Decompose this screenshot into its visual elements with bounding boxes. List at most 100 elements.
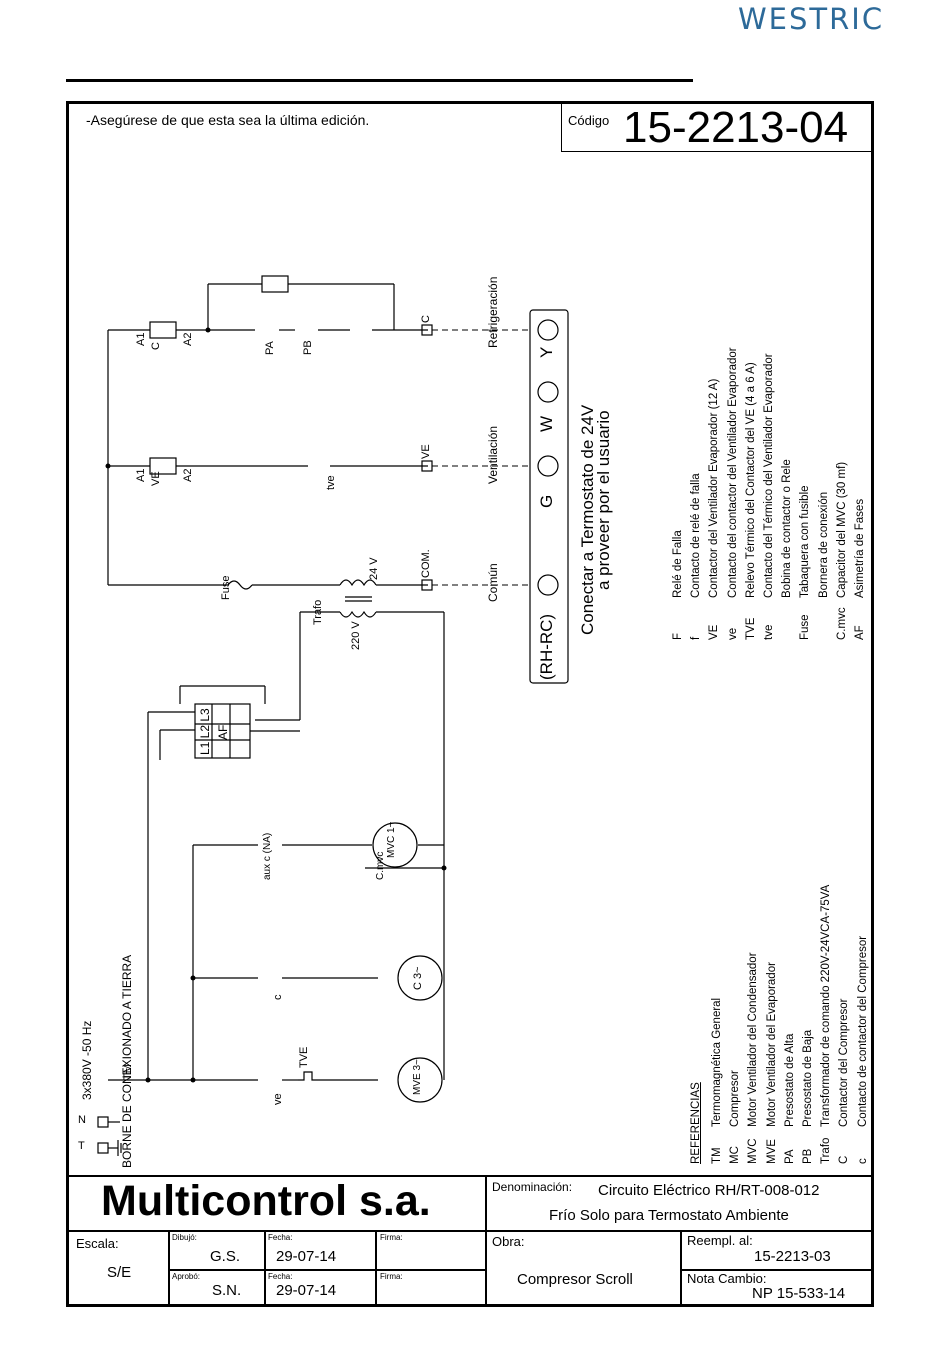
reference-desc: Relevo Térmico del Contactor del VE (4 a…: [744, 362, 757, 598]
reference-code: f: [690, 636, 703, 640]
terminal-label-ve: VE: [420, 444, 432, 459]
reference-desc: Presostato de Alta: [783, 1033, 796, 1127]
terminal-label-c: C: [420, 315, 432, 323]
reempl-label: Reempl. al:: [687, 1233, 753, 1248]
terminal-rh-rc: (RH-RC): [537, 613, 556, 680]
c-coil-a2: A2: [182, 332, 194, 346]
supply-label: 3x380V -50 Hz: [80, 1020, 94, 1100]
fecha2-value: 29-07-14: [276, 1282, 337, 1299]
c-coil-a1: A1: [135, 332, 147, 346]
reference-desc: Capacitor del MVC (30 mf): [835, 461, 848, 598]
reference-code: PA: [783, 1149, 796, 1165]
af-label: AF: [216, 724, 230, 740]
ve-coil-a2: A2: [182, 468, 194, 482]
terminal-g: G: [537, 494, 556, 508]
reference-desc: Bornera de conexión: [817, 491, 830, 598]
reference-code: c: [856, 1158, 869, 1164]
compressor-motor-label: C 3~: [412, 966, 424, 990]
reference-desc: Contacto de relé de falla: [690, 473, 703, 598]
signal-ventilacion: Ventilación: [486, 425, 500, 484]
mve-motor-label: MVE 3~: [412, 1059, 423, 1095]
af-top-terminals: L1 L2 L3: [198, 708, 212, 755]
reference-code: PB: [802, 1148, 814, 1164]
tm-label: TM: [122, 1064, 134, 1080]
reference-desc: Transformador de comando 220V-24VCA-75VA: [820, 884, 833, 1127]
tve-relay-label: TVE: [298, 1046, 310, 1068]
fecha1-value: 29-07-14: [276, 1248, 337, 1265]
firma2-label: Firma:: [380, 1272, 403, 1281]
drawing-sheet: [66, 101, 874, 1307]
trafo-24v: 24 V: [368, 557, 380, 580]
tve-contact-label: tve: [325, 475, 337, 490]
terminal-y: Y: [537, 346, 556, 358]
fecha2-label: Fecha:: [268, 1272, 293, 1281]
obra-value: Compresor Scroll: [517, 1271, 633, 1288]
reference-code: TVE: [744, 617, 757, 640]
nota-label: Nota Cambio:: [687, 1271, 767, 1286]
pa-label: PA: [264, 341, 276, 355]
escala-value: S/E: [107, 1264, 132, 1281]
signal-refrigeracion: Refrigeración: [486, 276, 500, 348]
reference-desc: Termomagnética General: [711, 997, 723, 1127]
reference-code: Trafo: [820, 1137, 833, 1164]
dibujo-value: G.S.: [210, 1248, 241, 1265]
n-label: N: [78, 1114, 86, 1126]
reference-desc: Contacto de contactor del Compresor: [856, 935, 869, 1127]
reference-code: VE: [708, 624, 721, 640]
aprobo-value: S.N.: [212, 1282, 242, 1299]
denominacion-label: Denominación:: [492, 1180, 573, 1194]
reference-desc: Motor Ventilador del Condensador: [747, 952, 760, 1127]
reference-code: TM: [711, 1147, 723, 1164]
reempl-value: 15-2213-03: [754, 1248, 831, 1265]
brand-logo: WESTRIC: [738, 2, 885, 36]
reference-code: F: [672, 632, 684, 640]
ve-coil-name: VE: [150, 471, 162, 486]
reference-desc: Contacto del Térmico del Ventilador Evap…: [763, 353, 775, 598]
reference-code: ve: [726, 627, 739, 640]
reference-desc: Contacto del contactor del Ventilador Ev…: [726, 347, 739, 598]
reference-desc: Compresor: [729, 1070, 742, 1127]
fecha1-label: Fecha:: [268, 1233, 293, 1242]
references-heading: REFERENCIAS: [690, 1082, 702, 1164]
obra-label: Obra:: [492, 1234, 525, 1249]
escala-label: Escala:: [76, 1236, 119, 1251]
c-coil-name: C: [150, 342, 162, 350]
signal-comun: Común: [486, 563, 500, 602]
header-rule: [66, 79, 693, 82]
reference-code: Fuse: [799, 614, 812, 640]
cmvc-label: C.mvc: [375, 851, 386, 880]
code-value: 15-2213-04: [623, 103, 849, 152]
reference-code: C.mvc: [835, 607, 848, 640]
reference-code: tve: [763, 624, 775, 640]
reference-desc: Bobina de contactor o Rele: [781, 459, 794, 598]
terminal-w: W: [537, 415, 556, 432]
terminal-label-com: COM.: [420, 549, 432, 578]
code-label: Código: [568, 113, 610, 128]
reference-code: MVE: [765, 1139, 778, 1164]
title-block: [69, 1175, 872, 1305]
reference-desc: Tabaquera con fusible: [799, 485, 812, 598]
trafo-220v: 220 V: [350, 621, 362, 650]
reference-code: MC: [729, 1146, 742, 1164]
denominacion-line1: Circuito Eléctrico RH/RT-008-012: [598, 1182, 820, 1199]
reference-desc: Contactor del Compresor: [838, 998, 851, 1127]
nota-value: NP 15-533-14: [752, 1285, 846, 1302]
reference-desc: Asimetría de Fases: [854, 498, 866, 598]
trafo-label: Trafo: [312, 599, 324, 625]
ve-contact-label: ve: [272, 1093, 284, 1105]
reference-desc: Contactor del Ventilador Evaporador (12 …: [708, 378, 721, 598]
ground-strip-label: BORNE DE CONEXIONADO A TIERRA: [120, 954, 134, 1168]
firma1-label: Firma:: [380, 1233, 403, 1242]
t-label: T: [78, 1140, 85, 1152]
reference-desc: Relé de Falla: [672, 530, 684, 598]
c-contact-label: c: [272, 994, 284, 1001]
aux-contact-label: aux c (NA): [262, 832, 273, 880]
company-name: Multicontrol s.a.: [101, 1177, 431, 1225]
aprobo-label: Aprobó:: [172, 1272, 201, 1281]
denominacion-line2: Frío Solo para Termostato Ambiente: [549, 1207, 789, 1224]
ve-coil-a1: A1: [135, 468, 147, 482]
fuse-label: Fuse: [220, 575, 232, 600]
reference-code: AF: [854, 625, 866, 640]
reference-code: MVC: [747, 1138, 760, 1164]
reference-desc: Presostato de Baja: [802, 1029, 814, 1127]
